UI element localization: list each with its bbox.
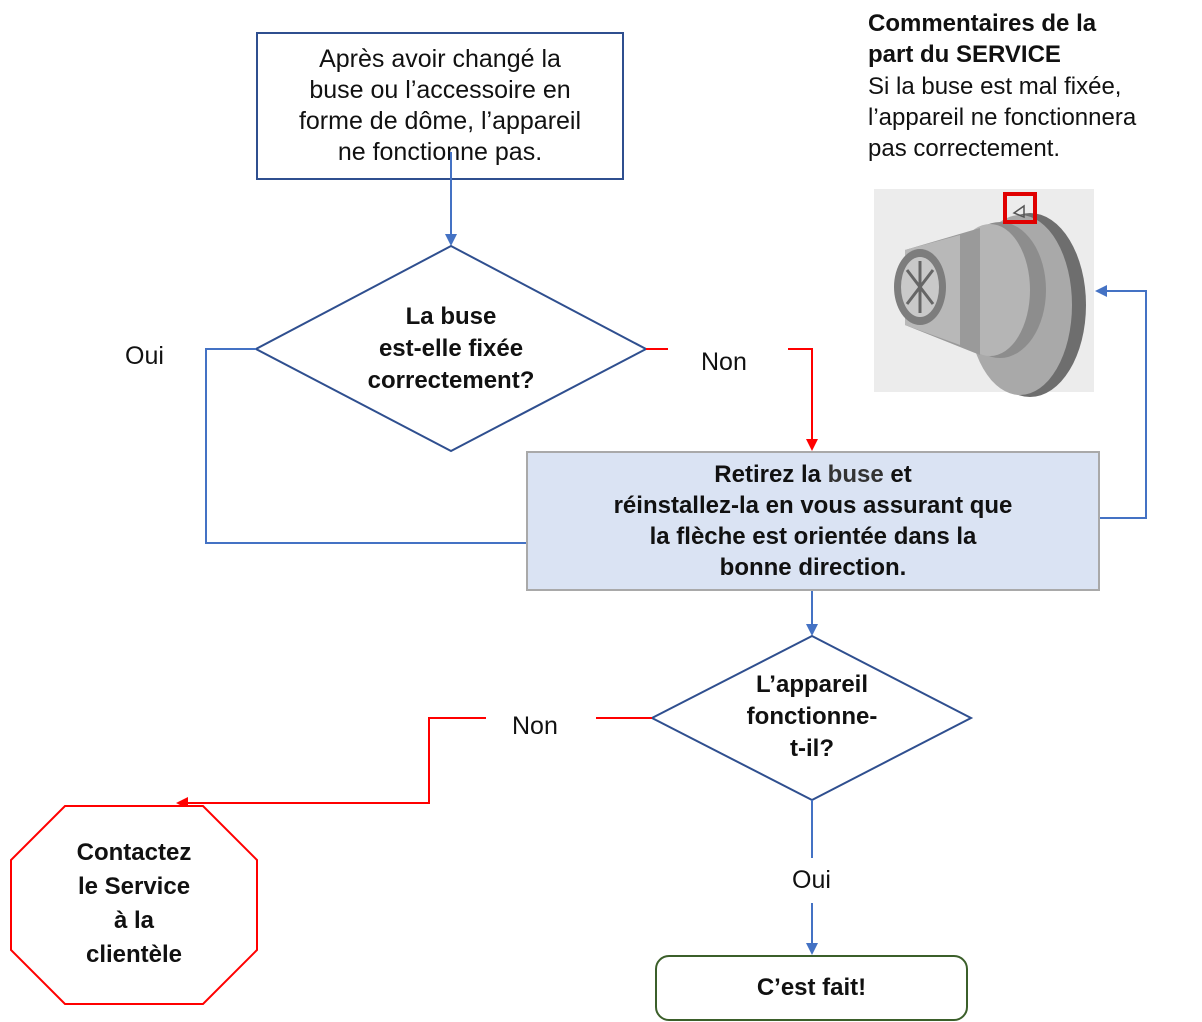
contact-line-3: à la: [113, 907, 155, 934]
decision1-text: La buse est-elle fixée correctement?: [331, 301, 571, 397]
decision2-line-2: fonctionne-: [746, 703, 878, 730]
decision2-text: L’appareil fonctionne- t-il?: [712, 669, 912, 765]
comment-body-line-3: pas correctement.: [868, 135, 1061, 162]
start-box: Après avoir changé la buse ou l’accessoi…: [256, 32, 624, 180]
action-line-4: bonne direction.: [719, 554, 907, 581]
action-box: Retirez la buse et réinstallez-la en vou…: [526, 451, 1100, 591]
decision2-line-1: L’appareil: [755, 671, 869, 698]
comment-title-line-2: part du SERVICE: [868, 41, 1061, 68]
start-line-1: Après avoir changé la: [319, 45, 561, 73]
decision1-line-1: La buse: [405, 303, 497, 330]
decision2-line-3: t-il?: [790, 735, 834, 762]
action-line-1a: Retirez la: [714, 461, 828, 488]
connector-decision2-no-b: [176, 717, 486, 809]
comment-body: Si la buse est mal fixée, l’appareil ne …: [868, 71, 1202, 164]
action-line-1c: et: [883, 461, 912, 488]
connector-action-to-image: [1095, 285, 1147, 519]
connector-decision1-yes: [205, 348, 526, 544]
nozzle-illustration: [874, 189, 1094, 397]
connector-decision1-no-b: [788, 348, 818, 451]
done-label: C’est fait!: [756, 974, 867, 1001]
action-line-2: réinstallez-la en vous assurant que: [613, 492, 1013, 519]
action-line-3: la flèche est orientée dans la: [649, 523, 977, 550]
start-line-4: ne fonctionne pas.: [337, 138, 543, 166]
decision1-line-3: correctement?: [367, 367, 535, 394]
action-line-1b: buse: [827, 461, 884, 488]
start-line-3: forme de dôme, l’appareil: [298, 107, 582, 135]
contact-line-1: Contactez: [76, 839, 192, 866]
contact-line-2: le Service: [77, 873, 191, 900]
done-box: C’est fait!: [655, 955, 968, 1021]
arrow-highlight-box: [1003, 192, 1037, 224]
decision2-yes-label: Oui: [792, 866, 831, 894]
contact-text: Contactez le Service à la clientèle: [34, 836, 234, 972]
decision2-no-label: Non: [512, 712, 558, 740]
decision1-line-2: est-elle fixée: [378, 335, 524, 362]
comment-title-line-1: Commentaires de la: [868, 10, 1097, 37]
start-line-2: buse ou l’accessoire en: [309, 76, 571, 104]
decision1-diamond: [253, 244, 649, 453]
comment-body-line-1: Si la buse est mal fixée,: [868, 73, 1122, 100]
decision1-yes-label: Oui: [125, 342, 164, 370]
contact-octagon: [10, 805, 258, 1005]
comment-body-line-2: l’appareil ne fonctionnera: [868, 104, 1137, 131]
comment-title: Commentaires de la part du SERVICE: [868, 8, 1198, 70]
decision1-no-label: Non: [701, 348, 747, 376]
contact-line-4: clientèle: [85, 941, 183, 968]
